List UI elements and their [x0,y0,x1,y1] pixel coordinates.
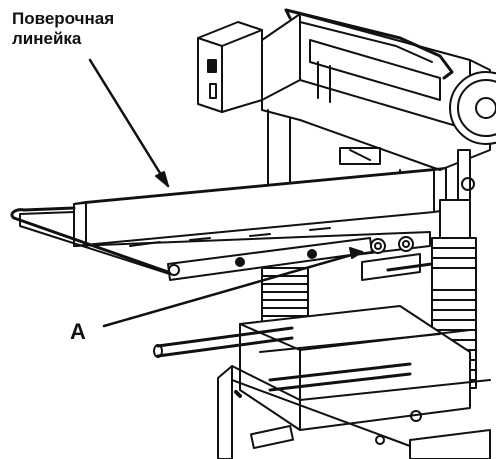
machine-upper-frame [197,8,496,211]
point-a-callout-arrow [102,247,364,328]
left-column-spring [261,267,309,325]
ruler-callout-arrow [88,58,170,188]
ruler-label: Поверочная линейка [12,9,115,48]
extension-table [10,206,431,281]
point-a-label: A [70,319,86,344]
lower-body [153,305,491,459]
